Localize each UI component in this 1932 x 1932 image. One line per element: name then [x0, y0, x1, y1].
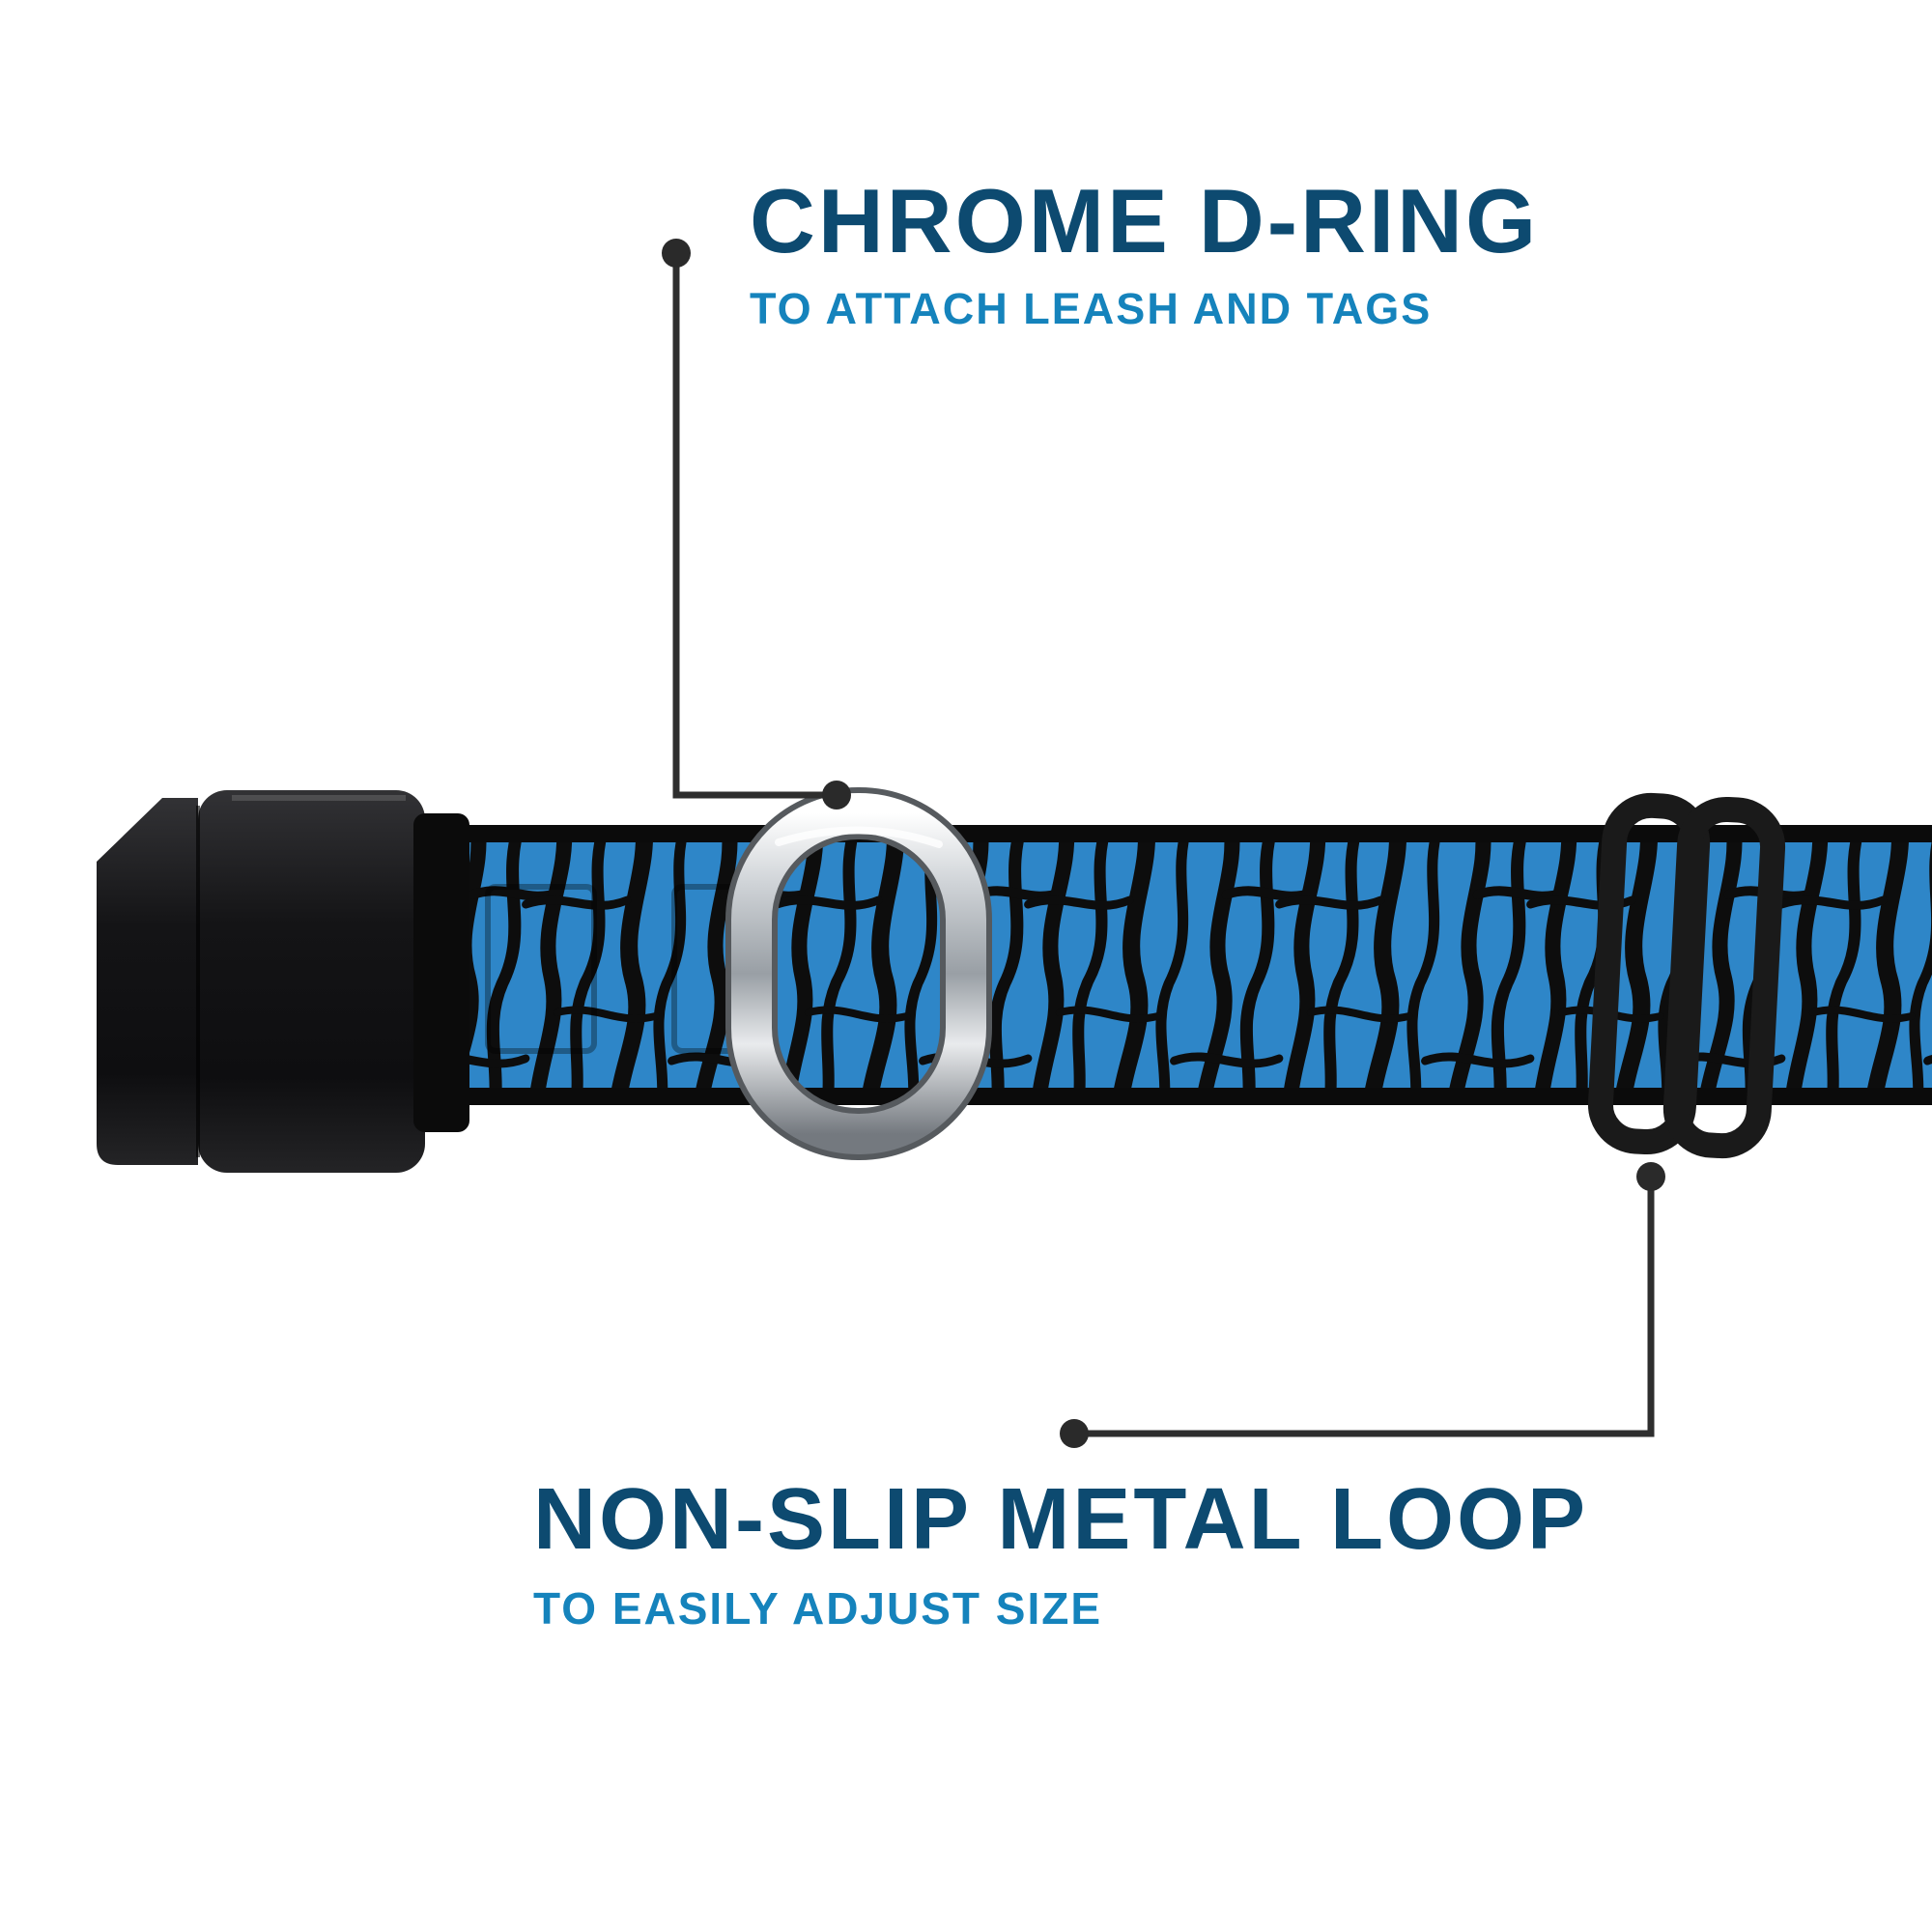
callout-subtitle: TO EASILY ADJUST SIZE: [533, 1583, 1103, 1634]
callout-dot: [1636, 1162, 1665, 1191]
d-ring-specular: [775, 826, 943, 848]
callout-d-ring: CHROME D-RING TO ATTACH LEASH AND TAGS: [750, 176, 1539, 334]
slider-right-loop: [1662, 796, 1786, 1159]
buckle-tab: [97, 798, 198, 1165]
callout-line-metal-loop: [1074, 1177, 1655, 1437]
buckle-body: [198, 790, 425, 1173]
callout-subtitle: TO ATTACH LEASH AND TAGS: [750, 284, 1433, 333]
callout-title: NON-SLIP METAL LOOP: [533, 1471, 1589, 1568]
callout-line-d-ring: [672, 253, 837, 799]
callout-dot: [662, 239, 691, 268]
d-ring-metal: [731, 793, 986, 1154]
buckle-strap-wrap: [413, 813, 469, 1132]
stitch-box: [485, 884, 597, 1054]
callout-dot: [822, 781, 851, 810]
plastic-buckle: [97, 790, 469, 1173]
metal-loop-slider: [1587, 792, 1786, 1159]
callout-title: CHROME D-RING: [750, 170, 1540, 271]
collar-strap: [290, 825, 1932, 1105]
callout-connectors: [662, 239, 1665, 1448]
callout-metal-loop: NON-SLIP METAL LOOP TO EASILY ADJUST SIZ…: [533, 1476, 1588, 1634]
callout-dot: [1060, 1419, 1089, 1448]
chrome-d-ring: [725, 787, 992, 1160]
